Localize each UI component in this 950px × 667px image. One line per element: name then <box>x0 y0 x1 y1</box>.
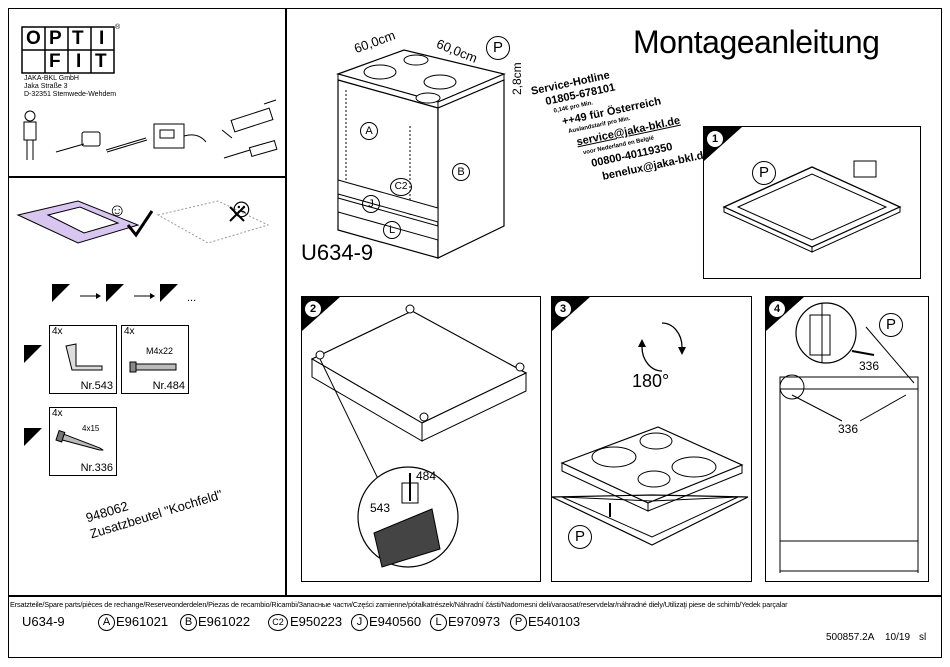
registered-mark: ® <box>115 24 121 31</box>
step-2-label-543: 543 <box>370 501 391 515</box>
doc-date: 10/19 <box>885 632 911 643</box>
step-4-number: 4 <box>768 300 786 318</box>
step-1-panel: 1 P <box>703 126 921 279</box>
optifit-logo: O P T I F I T ® <box>21 24 120 74</box>
screwdriver-icon <box>223 139 278 159</box>
part-qty: 4x <box>52 326 63 337</box>
step-3-label-p: P <box>568 525 592 549</box>
screw-icon <box>129 361 177 373</box>
surface-protection-illustration <box>16 200 270 244</box>
page-title: Montageanleitung <box>633 24 880 60</box>
part-nr: Nr.484 <box>152 380 185 392</box>
part-nr: Nr.543 <box>80 380 113 392</box>
wood-screw-icon <box>55 429 104 451</box>
company-name: JAKA-BKL GmbH <box>24 75 79 82</box>
step-3-panel: 3 180° P <box>551 296 752 582</box>
footer-part-code: E961021 <box>116 614 169 629</box>
hob-illustration <box>551 426 749 546</box>
footer-part-key: C2 <box>268 614 288 631</box>
step-4-marker <box>24 428 42 446</box>
underside-illustration <box>310 304 528 568</box>
step-3-number: 3 <box>554 300 572 318</box>
step-2-label-484: 484 <box>416 469 437 483</box>
machine-icon <box>153 123 207 149</box>
angle-bracket-icon <box>65 343 103 371</box>
label-l: L <box>383 221 401 239</box>
footer-part-code: E950223 <box>290 614 343 629</box>
logo-letter: I <box>76 51 82 72</box>
frown-icon: ☹ <box>232 200 251 220</box>
footer-part-code: E540103 <box>528 614 581 629</box>
smile-icon: ☺ <box>108 200 127 220</box>
measuring-tape-icon <box>55 131 101 153</box>
caulk-gun-icon <box>221 99 277 139</box>
footer-part-code: E961022 <box>198 614 251 629</box>
part-qty: 4x <box>124 326 135 337</box>
logo-letter: T <box>72 28 84 49</box>
pencil-icon <box>105 137 148 153</box>
footer-part-key: P <box>510 614 527 631</box>
step-4-label-p: P <box>879 313 903 337</box>
part-size: 4x15 <box>82 424 100 433</box>
rotate-arrows-icon <box>638 322 686 372</box>
step-2-number: 2 <box>304 300 322 318</box>
logo-letter: O <box>26 28 41 49</box>
step-4-label-336-bottom: 336 <box>838 422 859 436</box>
label-b: B <box>452 163 470 181</box>
page-frame <box>8 8 942 658</box>
label-a: A <box>360 122 378 140</box>
footer-part-key: J <box>351 614 368 631</box>
logo-letter: P <box>49 28 62 49</box>
label-c2: C2 <box>390 178 412 196</box>
dim-height: 2,8cm <box>510 62 524 95</box>
footer-part-code: E970973 <box>448 614 501 629</box>
label-j: J <box>362 195 380 213</box>
doc-suffix: sl <box>919 632 927 643</box>
step-sequence <box>52 284 178 302</box>
company-street: Jaka Straße 3 <box>24 83 68 90</box>
step-1-label-p: P <box>752 161 776 185</box>
part-box-543: 4x Nr.543 <box>49 325 117 394</box>
step-2-panel: 2 543 484 <box>301 296 541 582</box>
part-nr: Nr.336 <box>80 462 113 474</box>
part-size: M4x22 <box>146 346 174 356</box>
footer-part-key: L <box>430 614 447 631</box>
step-4-panel: 4 P 336 336 <box>765 296 929 582</box>
doc-number: 500857.2A <box>826 632 875 643</box>
mounting-illustration <box>779 302 919 573</box>
step-3-rotation: 180° <box>632 371 670 391</box>
frame-illustration <box>722 160 902 253</box>
footer-part-key: B <box>180 614 197 631</box>
spare-parts-heading: Ersatzteile/Spare parts/pièces de rechan… <box>10 600 788 609</box>
step-1-number: 1 <box>706 130 724 148</box>
company-city: D-32351 Stemwede-Wehdem <box>24 91 117 98</box>
left-column-divider <box>285 8 287 595</box>
part-box-484: 4x M4x22 Nr.484 <box>121 325 189 394</box>
part-qty: 4x <box>52 408 63 419</box>
footer-part-code: E940560 <box>369 614 422 629</box>
header-left-divider <box>8 176 286 178</box>
cabinet-illustration <box>336 49 506 259</box>
logo-letter: F <box>49 51 61 72</box>
tools-illustration <box>23 99 278 160</box>
step-2-marker <box>24 345 42 363</box>
footer-part-key: A <box>98 614 115 631</box>
part-box-336: 4x 4x15 Nr.336 <box>49 407 117 476</box>
footer-model: U634-9 <box>22 614 65 629</box>
logo-letter: T <box>95 51 107 72</box>
logo-letter: I <box>99 28 105 49</box>
model-label: U634-9 <box>301 240 374 265</box>
person-icon <box>23 110 37 160</box>
footer-divider <box>8 595 941 597</box>
step-4-label-336-top: 336 <box>859 359 880 373</box>
sequence-ellipsis: ... <box>187 292 197 304</box>
label-p: P <box>486 36 510 60</box>
